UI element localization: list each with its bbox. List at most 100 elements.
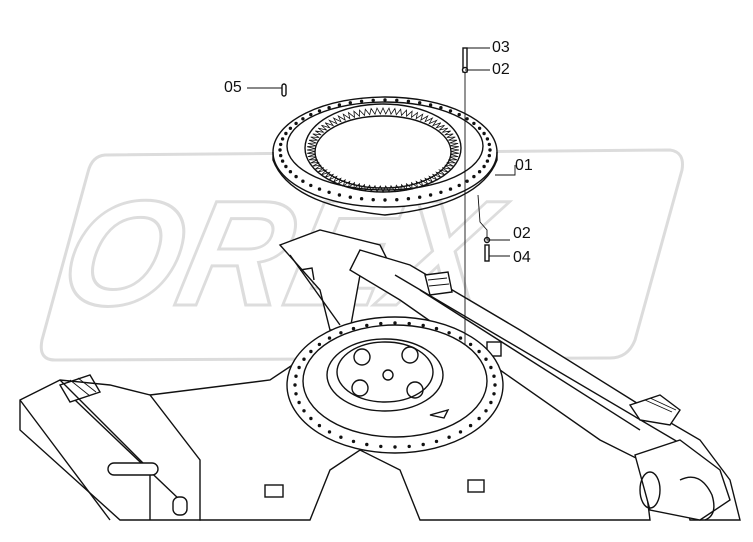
ring-bolt-hole <box>488 148 492 152</box>
frame-right-bracket <box>628 394 681 426</box>
label-part-05: 05 <box>224 79 242 96</box>
ring-bolt-hole <box>439 106 443 110</box>
lower-bolt-hole <box>447 435 451 439</box>
label-part-04: 04 <box>513 249 531 266</box>
lower-bolt-hole <box>421 442 425 447</box>
label-part-02-top: 02 <box>492 61 510 78</box>
ring-bolt-hole <box>371 198 375 202</box>
ring-bolt-hole <box>348 195 352 199</box>
lower-bolt-hole <box>407 444 411 449</box>
ring-bolt-hole <box>487 153 491 158</box>
label-part-03: 03 <box>492 39 510 56</box>
ring-bolt-hole <box>487 142 491 147</box>
ring-bolt-hole <box>301 117 305 121</box>
bolt-part-02-04 <box>483 236 491 262</box>
lower-bolt-hole <box>489 400 493 405</box>
ring-bolt-hole <box>288 126 293 130</box>
ring-bolt-hole <box>279 142 283 147</box>
lower-bolt-hole <box>339 435 343 439</box>
ring-bolt-hole <box>359 197 364 201</box>
bolt-part-03-02 <box>461 47 469 74</box>
ring-bolt-hole <box>428 103 433 107</box>
lower-bolt-hole <box>489 365 493 370</box>
ring-bolt-hole <box>482 131 486 136</box>
ring-bolt-hole <box>309 183 313 188</box>
ring-bolt-hole <box>284 164 288 169</box>
slewing-ring <box>272 96 498 216</box>
lower-bolt-hole <box>477 349 481 354</box>
lower-bolt-hole <box>484 357 488 361</box>
ring-bolt-hole <box>294 121 298 126</box>
lower-bolt-hole <box>421 323 425 328</box>
lower-bolt-hole <box>434 439 439 444</box>
ring-bolt-hole <box>406 197 411 201</box>
ring-bolt-hole <box>278 148 282 152</box>
lower-bolt-hole <box>293 383 297 387</box>
ring-bolt-hole <box>371 98 375 103</box>
lower-bolt-hole <box>302 357 306 361</box>
ring-bolt-hole <box>428 193 433 197</box>
ring-bolt-hole <box>465 179 469 183</box>
ring-bolt-hole <box>294 174 298 179</box>
ring-bolt-hole <box>337 193 342 197</box>
ring-bolt-hole <box>418 195 422 199</box>
center-hole-2 <box>401 346 419 364</box>
lower-bolt-hole <box>297 365 301 370</box>
center-hole-3 <box>406 381 424 399</box>
ring-bolt-hole <box>395 198 399 202</box>
lower-bolt-hole <box>379 321 383 326</box>
lower-bolt-hole <box>393 445 397 449</box>
frame-left-beam <box>19 379 201 521</box>
ring-bolt-hole <box>485 159 490 163</box>
ring-bolt-hole <box>317 109 322 113</box>
lower-mounting-ring <box>286 316 504 454</box>
ring-bolt-hole <box>288 170 293 174</box>
ring-bolt-hole <box>284 131 288 136</box>
lower-bolt-hole <box>339 331 343 335</box>
ring-bolt-hole <box>337 103 342 107</box>
ring-bolt-hole <box>472 174 476 179</box>
ring-bolt-hole <box>395 98 399 103</box>
lower-bolt-hole <box>468 342 473 347</box>
lower-ring-bolts <box>293 321 497 449</box>
lower-bolt-hole <box>351 439 356 444</box>
ring-bolt-hole <box>383 198 387 202</box>
lower-bolt-hole <box>379 444 383 449</box>
label-part-02-bottom: 02 <box>513 225 531 242</box>
part-labels: 03 02 05 01 02 04 <box>224 39 533 266</box>
lower-bolt-hole <box>327 430 332 434</box>
watermark-frame <box>39 148 684 362</box>
label-part-01: 01 <box>515 157 533 174</box>
lower-bolt-hole <box>365 323 369 328</box>
ring-bolt-hole <box>448 187 453 191</box>
ring-bolt-hole <box>477 126 482 130</box>
ring-bolt-hole <box>280 159 285 163</box>
center-hole-4 <box>351 379 369 397</box>
ring-bolt-hole <box>485 137 490 141</box>
ring-bolt-hole <box>280 137 285 141</box>
ring-bolt-hole <box>359 99 364 104</box>
ring-bolt-hole <box>279 153 283 158</box>
lower-bolt-hole <box>327 336 332 340</box>
slewing-ring-bolts <box>278 98 492 202</box>
ring-bolt-hole <box>472 121 476 126</box>
lower-bolt-hole <box>302 409 306 413</box>
ring-bolt-hole <box>348 101 352 105</box>
lower-bolt-hole <box>317 423 322 428</box>
lower-bolt-hole <box>434 326 439 331</box>
ring-bolt-hole <box>457 183 461 188</box>
pin-part-05 <box>281 83 287 97</box>
lower-bolt-hole <box>458 336 463 340</box>
ring-bolt-hole <box>383 98 387 102</box>
lower-bolt-hole <box>492 374 496 378</box>
lug-1 <box>264 484 284 498</box>
ring-bolt-hole <box>327 106 331 110</box>
ring-bolt-hole <box>457 112 461 117</box>
lower-bolt-hole <box>393 321 397 325</box>
lower-bolt-hole <box>458 430 463 434</box>
lug-2 <box>467 479 485 493</box>
lower-bolt-hole <box>493 383 497 387</box>
ring-bolt-hole <box>309 112 313 117</box>
lower-bolt-hole <box>365 442 369 447</box>
